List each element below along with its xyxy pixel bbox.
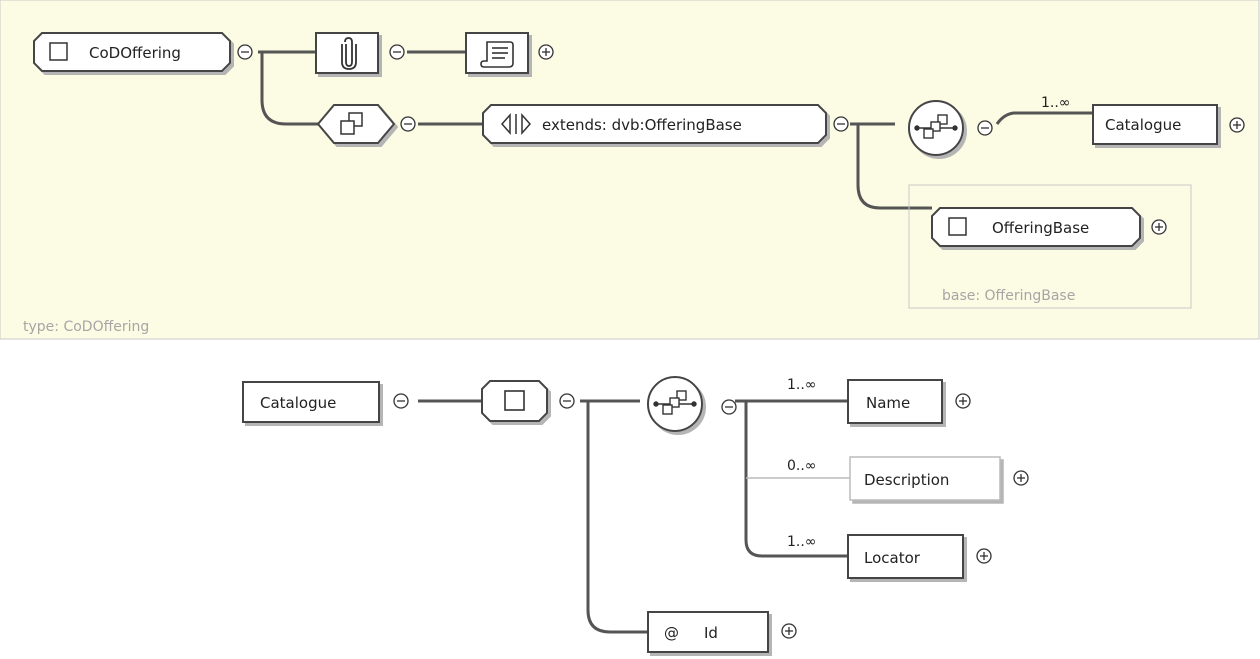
extension-node[interactable]: extends: dvb:OfferingBase xyxy=(482,104,827,144)
codoffering-element[interactable]: CoDOffering xyxy=(33,32,231,72)
collapse-sequence-bottom[interactable] xyxy=(721,399,737,415)
bottom-connector-lines xyxy=(418,399,850,634)
locator-multiplicity: 1..∞ xyxy=(787,534,816,550)
collapse-complex-content[interactable] xyxy=(400,116,416,132)
collapse-complex-type[interactable] xyxy=(559,393,575,409)
name-label: Name xyxy=(866,394,910,412)
sequence-icon xyxy=(653,390,697,415)
expand-catalogue-top[interactable] xyxy=(1229,117,1245,133)
description-element[interactable]: Description xyxy=(849,456,1001,501)
complex-type-element-icon xyxy=(49,42,68,61)
base-group: base: OfferingBase xyxy=(908,184,1192,309)
catalogue-label-bottom: Catalogue xyxy=(260,394,336,412)
attribute-symbol: @ xyxy=(664,624,679,642)
catalogue-element-bottom[interactable]: Catalogue xyxy=(242,381,380,423)
locator-element[interactable]: Locator xyxy=(847,534,964,579)
offeringbase-element[interactable]: OfferingBase xyxy=(931,207,1141,247)
codoffering-label: CoDOffering xyxy=(89,44,181,62)
expand-description[interactable] xyxy=(1013,470,1029,486)
expand-id[interactable] xyxy=(781,623,797,639)
sequence-node-bottom[interactable] xyxy=(647,376,703,432)
expand-name[interactable] xyxy=(955,393,971,409)
collapse-catalogue-bottom[interactable] xyxy=(393,393,409,409)
expand-documentation[interactable] xyxy=(538,44,554,60)
id-attribute[interactable]: @ Id xyxy=(647,611,769,653)
collapse-codoffering[interactable] xyxy=(237,44,253,60)
collapse-annotation[interactable] xyxy=(389,44,405,60)
expand-offeringbase[interactable] xyxy=(1151,219,1167,235)
complex-type-icon xyxy=(504,390,525,411)
extension-label: extends: dvb:OfferingBase xyxy=(542,116,742,134)
complex-content-icon xyxy=(340,112,363,135)
complex-type-element-icon xyxy=(948,217,967,236)
base-note: base: OfferingBase xyxy=(942,288,1075,304)
sequence-node-top[interactable] xyxy=(908,100,964,156)
catalogue-element-top[interactable]: Catalogue xyxy=(1092,104,1218,145)
offeringbase-label: OfferingBase xyxy=(992,219,1089,237)
description-multiplicity: 0..∞ xyxy=(787,458,816,474)
id-label: Id xyxy=(704,624,718,642)
catalogue-multiplicity: 1..∞ xyxy=(1041,95,1070,111)
name-element[interactable]: Name xyxy=(847,379,943,424)
paperclip-icon xyxy=(341,37,357,70)
annotation-node[interactable] xyxy=(315,32,379,74)
description-label: Description xyxy=(864,471,949,489)
expand-locator[interactable] xyxy=(976,548,992,564)
complex-type-node[interactable] xyxy=(481,380,548,422)
name-multiplicity: 1..∞ xyxy=(787,377,816,393)
scroll-document-icon xyxy=(480,41,514,68)
collapse-extension[interactable] xyxy=(833,116,849,132)
documentation-node[interactable] xyxy=(465,32,529,74)
locator-label: Locator xyxy=(864,549,921,567)
top-connector-lines xyxy=(258,50,1093,210)
type-note: type: CoDOffering xyxy=(23,319,149,335)
complex-content-node[interactable] xyxy=(316,104,396,144)
catalogue-label-top: Catalogue xyxy=(1105,116,1181,134)
extension-arrows-icon xyxy=(500,113,532,135)
sequence-icon xyxy=(914,114,958,139)
collapse-sequence-top[interactable] xyxy=(977,120,993,136)
